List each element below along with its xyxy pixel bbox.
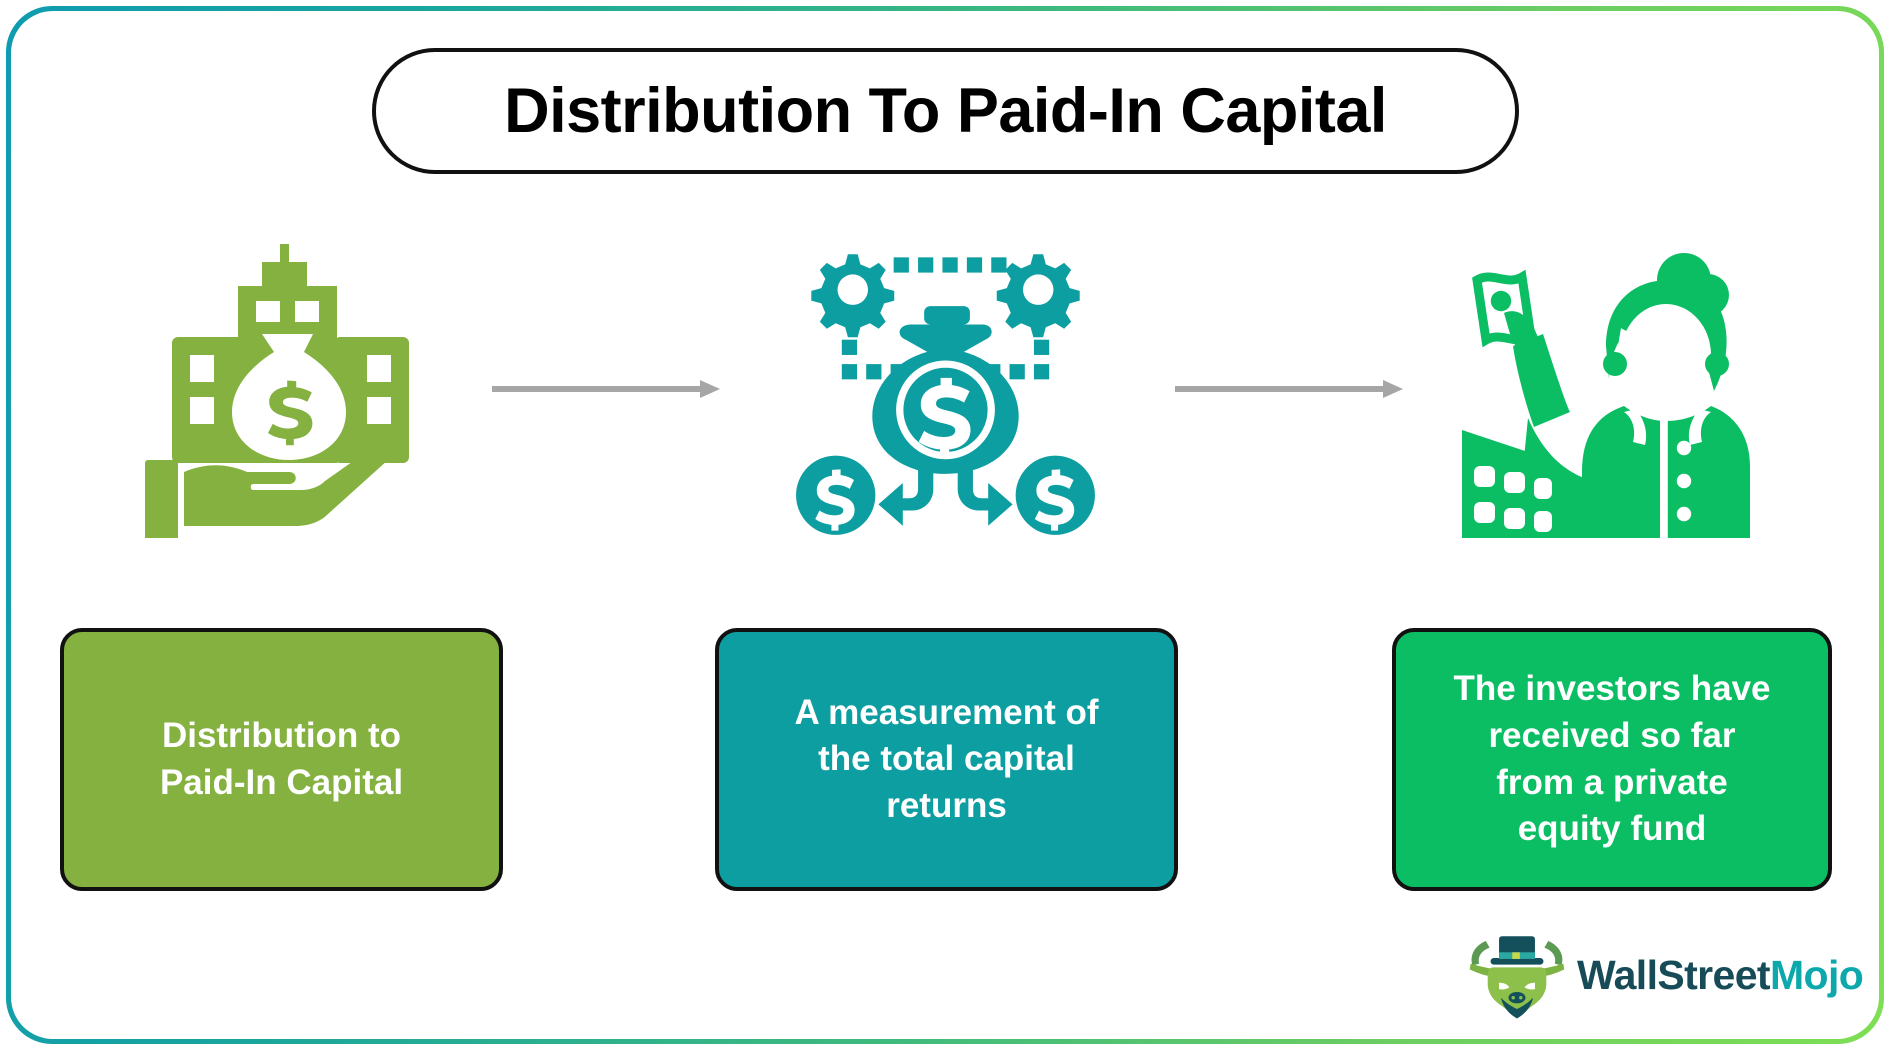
logo-word-accent: Mojo — [1769, 951, 1864, 998]
step-3-label-box: The investors have received so far from … — [1392, 628, 1832, 891]
step-3-icon-container — [1410, 228, 1790, 548]
icon-row — [0, 228, 1890, 548]
label-box-row: Distribution to Paid-In Capital A measur… — [0, 628, 1890, 898]
step-1-label-box: Distribution to Paid-In Capital — [60, 628, 503, 891]
gears-money-bag-dollar-coins-icon — [795, 253, 1095, 535]
logo-wordmark: WallStreetMojo — [1577, 951, 1864, 999]
title-pill: Distribution To Paid-In Capital — [372, 48, 1519, 174]
step-2-icon-container — [755, 228, 1135, 548]
step-2-label-text: A measurement of the total capital retur… — [794, 692, 1099, 825]
wallstreetmojo-logo[interactable]: WallStreetMojo — [1465, 925, 1865, 1025]
page-title: Distribution To Paid-In Capital — [504, 76, 1387, 146]
flow-arrow-2 — [1175, 378, 1405, 400]
step-2-label-box: A measurement of the total capital retur… — [715, 628, 1178, 891]
logo-word-primary: WallStreet — [1577, 951, 1771, 998]
hand-holding-money-bag-with-buildings-icon — [145, 244, 409, 538]
step-1-icon-container — [90, 228, 470, 548]
wallstreetmojo-bull-icon — [1469, 936, 1565, 1019]
step-1-label-text: Distribution to Paid-In Capital — [159, 715, 404, 802]
investor-woman-holding-banknote-with-building-icon — [1462, 253, 1750, 538]
step-3-label-text: The investors have received so far from … — [1453, 669, 1771, 849]
flow-arrow-1 — [492, 378, 722, 400]
